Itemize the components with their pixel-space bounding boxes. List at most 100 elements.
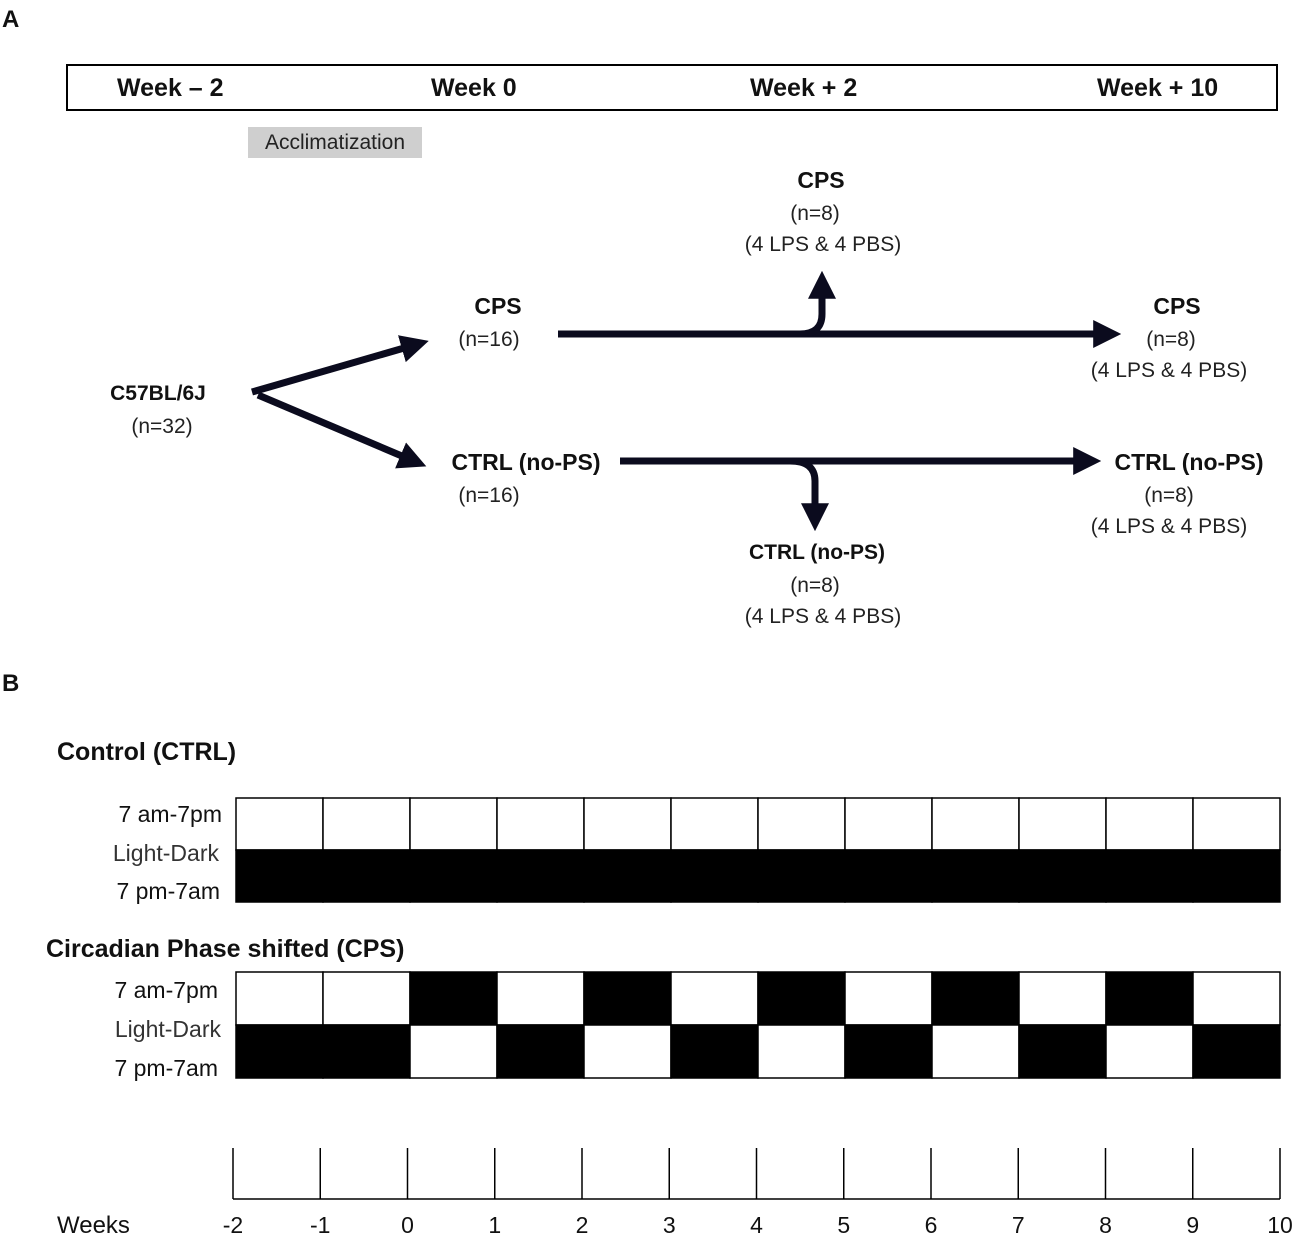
control-top-cell [409,797,498,851]
control-bottom-cell [757,849,846,903]
control-bottom-cell [844,849,933,903]
control-bottom-cell [1018,849,1107,903]
control-top-cell [583,797,672,851]
week-label-0: Week 0 [431,74,517,102]
cps-top-cell [670,971,759,1026]
cps-bottom-label: 7 pm-7am [114,1055,218,1081]
cps-top-cell [931,971,1020,1026]
panel-label-b: B [2,670,20,697]
control-top-cell [235,797,324,851]
ctrl-week10-n: (n=8) [1144,484,1194,507]
week-label-minus-2: Week – 2 [117,74,224,102]
cps-top-cell [757,971,846,1026]
cps-bottom-cell [409,1024,498,1079]
cps-bottom-cell [583,1024,672,1079]
cps-bottom-cell [670,1024,759,1079]
weeks-tick-label: 10 [1267,1212,1293,1238]
control-title: Control (CTRL) [57,738,237,766]
ctrl-start-n: (n=16) [458,484,520,507]
ctrl-start-title: CTRL (no-PS) [451,449,601,475]
flow-arrows [251,270,1122,532]
source-title: C57BL/6J [110,382,206,405]
cps-week2-split: (4 LPS & 4 PBS) [744,233,902,256]
cps-week10-title: CPS [1153,293,1201,319]
weeks-tick-label: 1 [488,1212,502,1238]
weeks-tick-label: 0 [401,1212,414,1238]
weeks-tick-label: -1 [310,1212,331,1238]
source-n: (n=32) [131,415,193,438]
cps-top-cell [409,971,498,1026]
cps-bottom-cell [235,1024,324,1079]
weeks-tick-label: 6 [924,1212,938,1238]
control-bottom-cell [409,849,498,903]
control-top-cell [844,797,933,851]
control-top-cell [757,797,846,851]
week-label-plus-10: Week + 10 [1097,74,1219,102]
weeks-axis-label: Weeks [57,1212,130,1239]
weeks-tick-label: -2 [222,1212,244,1238]
arrow-cps-branch-up [799,270,836,338]
control-top-cell [670,797,759,851]
cps-week10-n: (n=8) [1146,328,1196,351]
cps-bottom-cell [844,1024,933,1079]
weeks-tick-label: 5 [837,1212,851,1238]
cps-title: Circadian Phase shifted (CPS) [46,935,405,963]
control-top-label: 7 am-7pm [118,801,222,827]
control-top-cell [322,797,411,851]
cps-week2-n: (n=8) [790,202,840,225]
cps-top-cell [322,971,411,1026]
ctrl-week2-title: CTRL (no-PS) [748,541,886,564]
control-top-cell [1192,797,1281,851]
cps-bottom-cell [1105,1024,1194,1079]
cps-bottom-cell [1192,1024,1281,1079]
control-bottom-cell [670,849,759,903]
control-top-cell [496,797,585,851]
cps-top-label: 7 am-7pm [114,977,218,1003]
control-bottom-cell [235,849,324,903]
weeks-tick-label: 7 [1011,1212,1025,1238]
cps-bottom-cell [496,1024,585,1079]
cps-top-cell [1105,971,1194,1026]
control-bottom-cell [583,849,672,903]
control-bottom-cell [1105,849,1194,903]
week-label-plus-2: Week + 2 [750,74,858,102]
cps-bottom-cell [757,1024,846,1079]
weeks-tick-label: 3 [662,1212,676,1238]
weeks-tick-label: 4 [750,1212,763,1238]
control-bottom-label: 7 pm-7am [116,878,220,904]
ctrl-week10-split: (4 LPS & 4 PBS) [1090,515,1248,538]
control-bottom-cell [496,849,585,903]
cps-top-cell [844,971,933,1026]
cps-bottom-cell [931,1024,1020,1079]
arrow-ctrl-branch-down [789,457,829,532]
weeks-tick-label: 8 [1099,1212,1112,1238]
control-bottom-cell [931,849,1020,903]
cps-week2-title: CPS [797,167,845,193]
cps-bottom-cell [1018,1024,1107,1079]
acclimatization-box: Acclimatization [248,127,422,158]
arrow-source-to-ctrl [256,391,427,469]
cps-top-cell [583,971,672,1026]
cps-week10-split: (4 LPS & 4 PBS) [1090,359,1248,382]
control-bottom-cell [1192,849,1281,903]
cps-top-cell [1192,971,1281,1026]
ctrl-week10-title: CTRL (no-PS) [1114,449,1264,475]
cps-start-title: CPS [474,293,522,319]
ctrl-week2-split: (4 LPS & 4 PBS) [744,605,902,628]
cps-start-n: (n=16) [458,328,520,351]
cps-top-cell [1018,971,1107,1026]
panel-label-a: A [2,6,20,33]
cps-top-cell [496,971,585,1026]
control-bottom-cell [322,849,411,903]
cps-mid-label: Light-Dark [114,1016,221,1042]
weeks-tick-label: 2 [575,1212,589,1238]
control-top-cell [931,797,1020,851]
ctrl-week2-n: (n=8) [790,574,840,597]
cps-top-cell [235,971,324,1026]
arrow-source-to-cps [251,335,429,396]
week-timeline-bar [66,64,1278,111]
control-top-cell [1105,797,1194,851]
control-mid-label: Light-Dark [112,840,219,866]
control-top-cell [1018,797,1107,851]
